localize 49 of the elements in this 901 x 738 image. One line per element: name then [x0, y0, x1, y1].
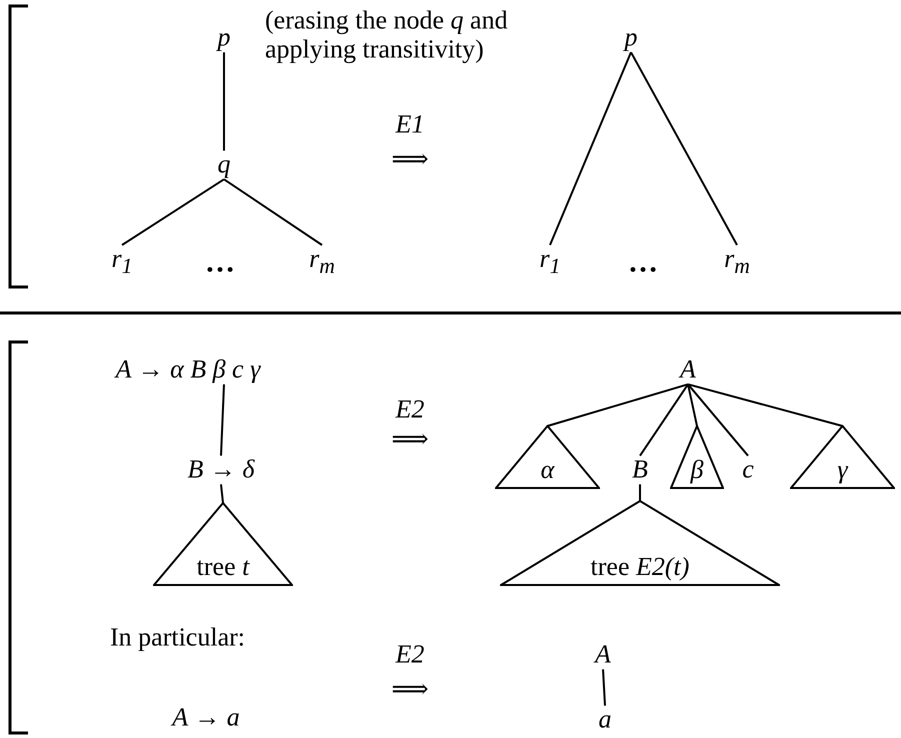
tree-node-label: A: [595, 640, 611, 670]
subtree-triangle: [670, 425, 724, 489]
annotation-text: E2: [396, 396, 424, 424]
annotation-text: …: [628, 246, 658, 278]
annotation-text: ⟹: [391, 146, 429, 174]
tree-edge: [223, 178, 323, 246]
subtree-triangle: [153, 502, 293, 586]
tree-edge: [639, 384, 689, 456]
tree-node-label: p: [624, 24, 638, 52]
tree-node-label: p: [218, 24, 230, 52]
tree-node-label: r$_{1}$: [540, 245, 560, 279]
tree-node-label: a: [598, 706, 612, 734]
tree-node-label: r$_{m}$: [724, 245, 750, 279]
tree-edge: [639, 484, 641, 501]
triangle-label: tree t: [196, 552, 251, 582]
triangle-label: tree E2(t): [590, 552, 690, 582]
tree-node-label: A → α B β c γ: [116, 356, 260, 384]
tree-edge: [688, 383, 843, 427]
tree-edge: [547, 383, 688, 427]
annotation-text: ⟹: [391, 676, 429, 704]
tree-edge: [602, 669, 606, 706]
annotation-text: E2: [396, 640, 424, 670]
annotation-text: In particular:: [110, 624, 245, 652]
tree-node-label: A: [680, 356, 696, 384]
tree-node-label: A → a: [172, 704, 240, 732]
tree-node-label: B: [632, 456, 648, 484]
tree-node-label: B → δ: [188, 456, 254, 484]
annotation-text: (erasing the node q and applying transitivity): [265, 6, 509, 64]
tree-edge: [549, 52, 632, 246]
subtree-triangle: [790, 425, 895, 489]
tree-edge: [687, 384, 749, 456]
tree-edge: [687, 384, 698, 426]
tree-node-label: r$_{m}$: [309, 245, 335, 279]
annotation-text: …: [205, 246, 235, 278]
subtree-triangle: [500, 500, 780, 586]
tree-node-label: q: [218, 150, 230, 180]
tree-node-label: c: [742, 456, 754, 484]
tree-edge: [121, 178, 225, 246]
triangle-label: α: [540, 455, 556, 485]
tree-edge: [220, 384, 225, 456]
tree-edge: [630, 52, 738, 246]
annotation-text: E1: [396, 110, 424, 140]
triangle-label: β: [689, 455, 704, 485]
subtree-triangle: [495, 425, 600, 489]
triangle-label: γ: [836, 455, 850, 485]
annotation-text: ⟹: [391, 426, 429, 454]
tree-node-label: r$_{1}$: [112, 245, 132, 279]
tree-edge: [220, 484, 224, 504]
tree-edge: [223, 52, 225, 151]
